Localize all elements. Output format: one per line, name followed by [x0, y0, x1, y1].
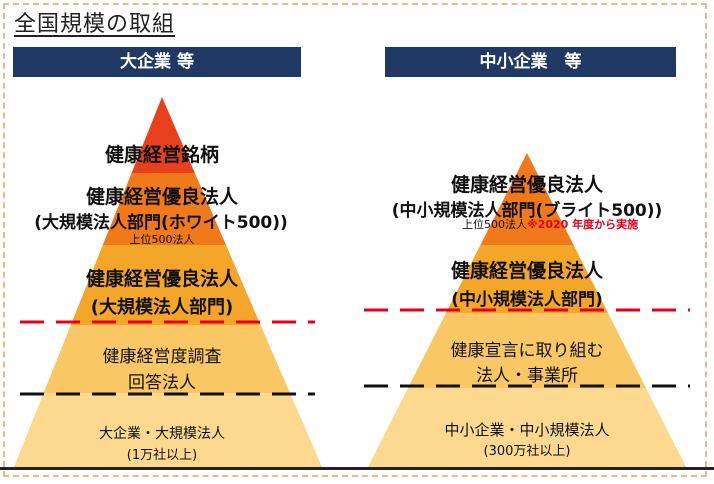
- label-sme-title: 健康経営優良法人: [450, 260, 603, 282]
- label-bright-note: 上位500法人※2020 年度から実施: [462, 216, 712, 232]
- right-tier-base: [368, 388, 686, 467]
- label-left-base-2: (1万社以上): [126, 448, 198, 463]
- label-white-title: 健康経営優良法人: [85, 186, 238, 208]
- label-left-base-1: 大企業・大規模法人: [99, 426, 225, 442]
- label-right-base-1: 中小企業・中小規模法人: [444, 421, 610, 439]
- label-large-sub: (大規模法人部門): [90, 297, 234, 318]
- label-bright-sub: (中小規模法人部門(ブライト500)): [391, 201, 663, 221]
- label-large-title: 健康経営優良法人: [85, 268, 238, 290]
- page-title: 全国規模の取組: [14, 12, 176, 37]
- label-bright-note-main: 上位500法人: [462, 218, 527, 231]
- label-bright-title: 健康経営優良法人: [450, 174, 603, 196]
- left-tier-base: [14, 393, 322, 467]
- header-sme: 中小企業 等: [385, 47, 676, 77]
- label-sme-sub: (中小規模法人部門): [451, 290, 603, 310]
- label-bright-note-red: ※2020 年度から実施: [527, 218, 639, 231]
- baseline: [0, 467, 714, 470]
- label-white-note: 上位500法人: [129, 233, 195, 246]
- label-survey-2: 回答法人: [128, 373, 196, 393]
- label-declare-1: 健康宣言に取り組む: [450, 341, 604, 361]
- label-declare-2: 法人・事業所: [476, 366, 578, 386]
- dashed-frame: [3, 3, 707, 477]
- label-brand: 健康経営銘柄: [104, 144, 219, 166]
- header-large-enterprise: 大企業 等: [13, 47, 301, 77]
- label-white-sub: (大規模法人部門(ホワイト500)): [34, 213, 288, 233]
- label-survey-1: 健康経営度調査: [102, 347, 222, 367]
- label-right-base-2: (300万社以上): [483, 444, 571, 459]
